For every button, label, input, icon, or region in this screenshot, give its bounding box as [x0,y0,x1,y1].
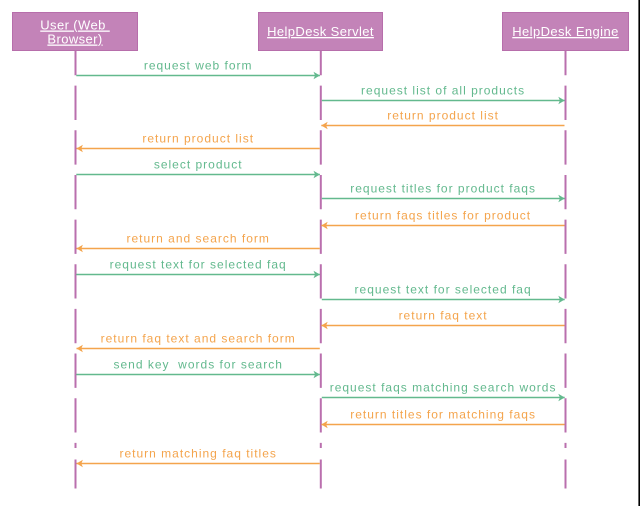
svg-text:return titles for matching faq: return titles for matching faqs [350,408,536,422]
svg-text:send key words for search: send key words for search [113,358,282,372]
svg-text:request faqs matching search w: request faqs matching search words [330,381,557,395]
svg-text:return matching faq titles: return matching faq titles [119,447,276,461]
svg-text:request titles for product faq: request titles for product faqs [350,182,536,196]
svg-text:return and search form: return and search form [127,232,270,246]
svg-text:request web form: request web form [144,59,253,73]
svg-text:return product list: return product list [387,109,499,123]
svg-text:User (Web: User (Web [40,18,110,33]
svg-text:HelpDesk Servlet: HelpDesk Servlet [267,24,374,39]
svg-text:request list of all products: request list of all products [361,84,525,98]
svg-text:request text for selected faq: request text for selected faq [110,258,287,272]
svg-text:return faqs titles for product: return faqs titles for product [355,209,531,223]
svg-text:request text for selected faq: request text for selected faq [355,283,532,297]
svg-text:return faq text: return faq text [399,309,488,323]
svg-text:Browser): Browser) [47,32,102,47]
svg-text:select product: select product [154,158,243,172]
svg-text:return faq text and search for: return faq text and search form [101,332,296,346]
svg-text:HelpDesk Engine: HelpDesk Engine [512,24,618,39]
svg-text:return product list: return product list [142,132,254,146]
